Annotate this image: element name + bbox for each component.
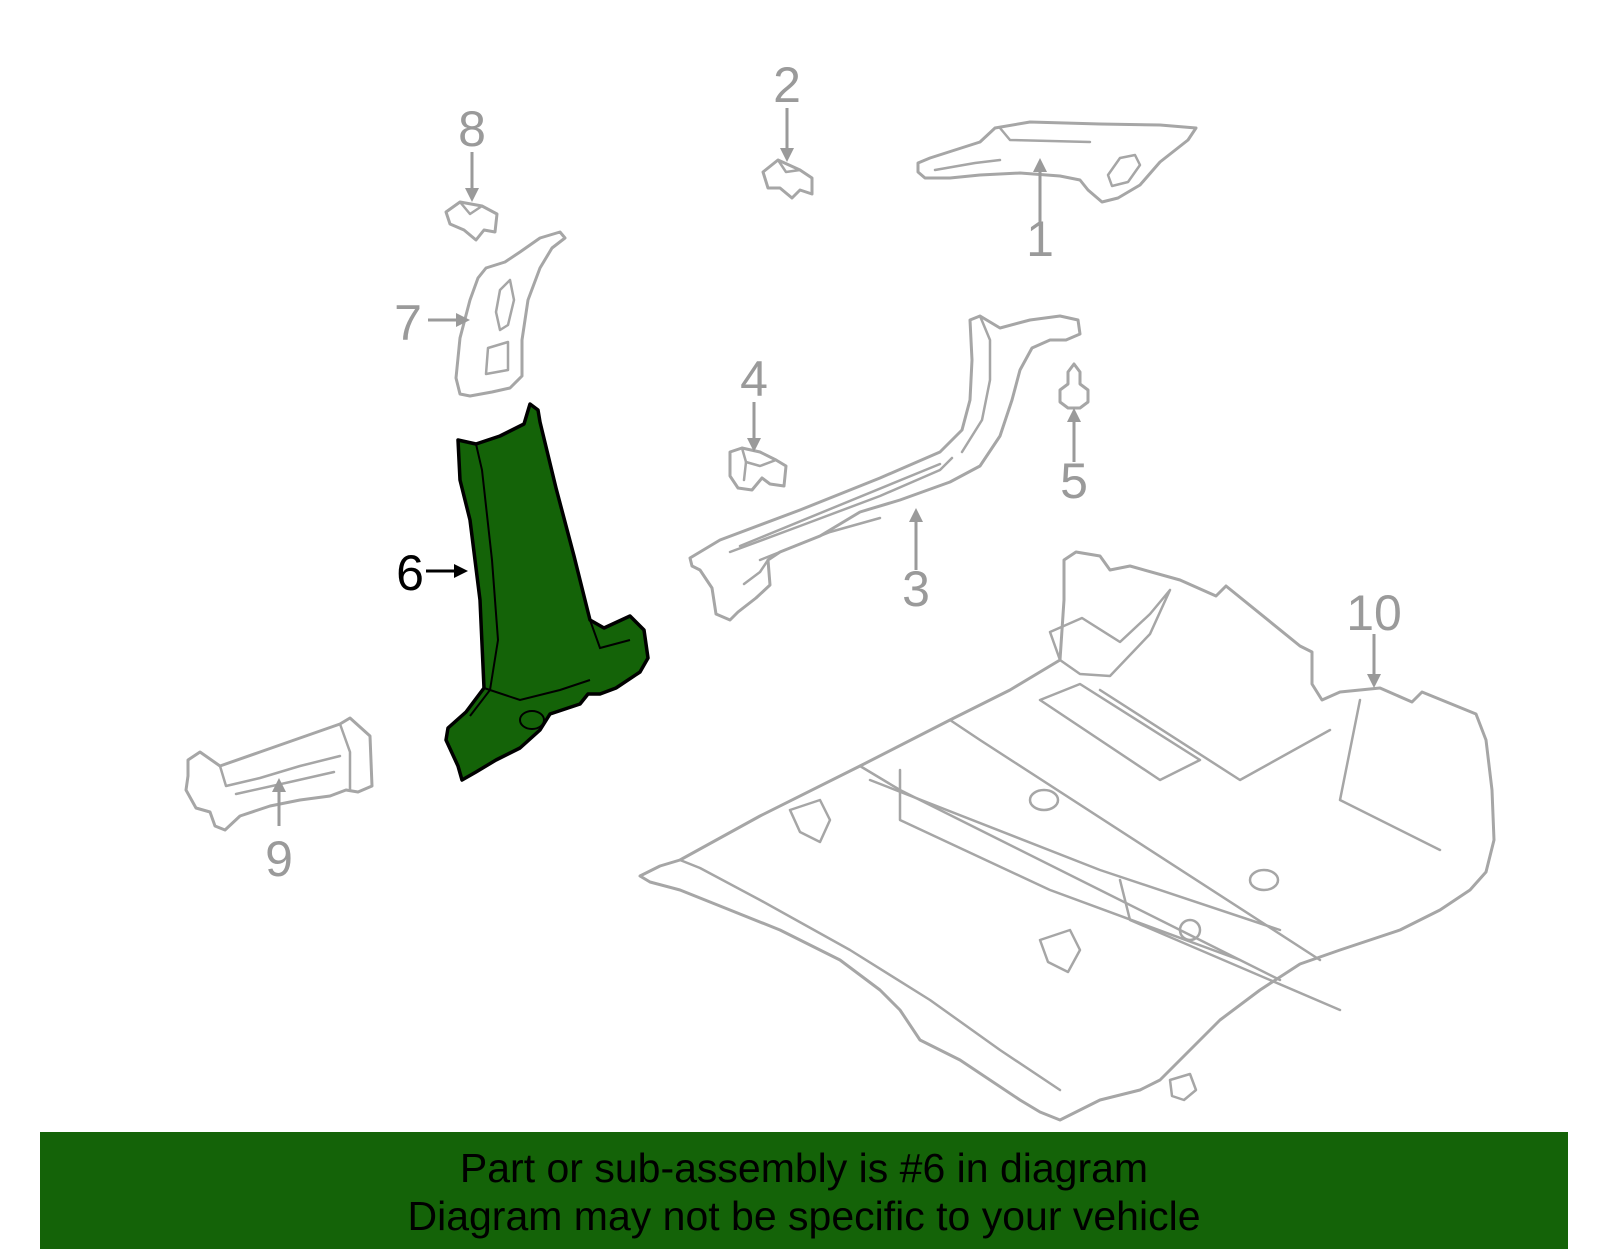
part-10-floor-carpet — [638, 550, 1496, 1122]
part-5-push-pin — [1058, 362, 1090, 410]
callout-5: 5 — [1060, 453, 1088, 509]
part-8-clip — [444, 200, 499, 242]
part-7-upper-pillar-trim — [454, 230, 567, 398]
part-1-quarter-trim — [916, 120, 1198, 204]
part-3-sill-plate — [688, 314, 1082, 622]
callout-3: 3 — [902, 561, 930, 617]
part-9-kick-panel — [184, 716, 374, 832]
callout-4: 4 — [740, 351, 768, 407]
callout-7: 7 — [394, 295, 422, 351]
callout-10: 10 — [1346, 585, 1402, 641]
part-2-clip — [761, 158, 814, 200]
callout-1: 1 — [1026, 211, 1054, 267]
part-6-shape — [444, 402, 650, 782]
part-4-clip — [728, 446, 788, 492]
callout-6: 6 — [396, 545, 424, 601]
banner-line-1: Part or sub-assembly is #6 in diagram — [459, 1145, 1149, 1191]
part-6-pillar-trim-highlighted — [444, 402, 650, 782]
callout-8: 8 — [458, 101, 486, 157]
callout-2: 2 — [773, 57, 801, 113]
callout-arrows — [272, 108, 1381, 826]
callout-9: 9 — [265, 831, 293, 887]
info-banner: Part or sub-assembly is #6 in diagram Di… — [40, 1132, 1568, 1249]
banner-line-2: Diagram may not be specific to your vehi… — [407, 1193, 1201, 1239]
